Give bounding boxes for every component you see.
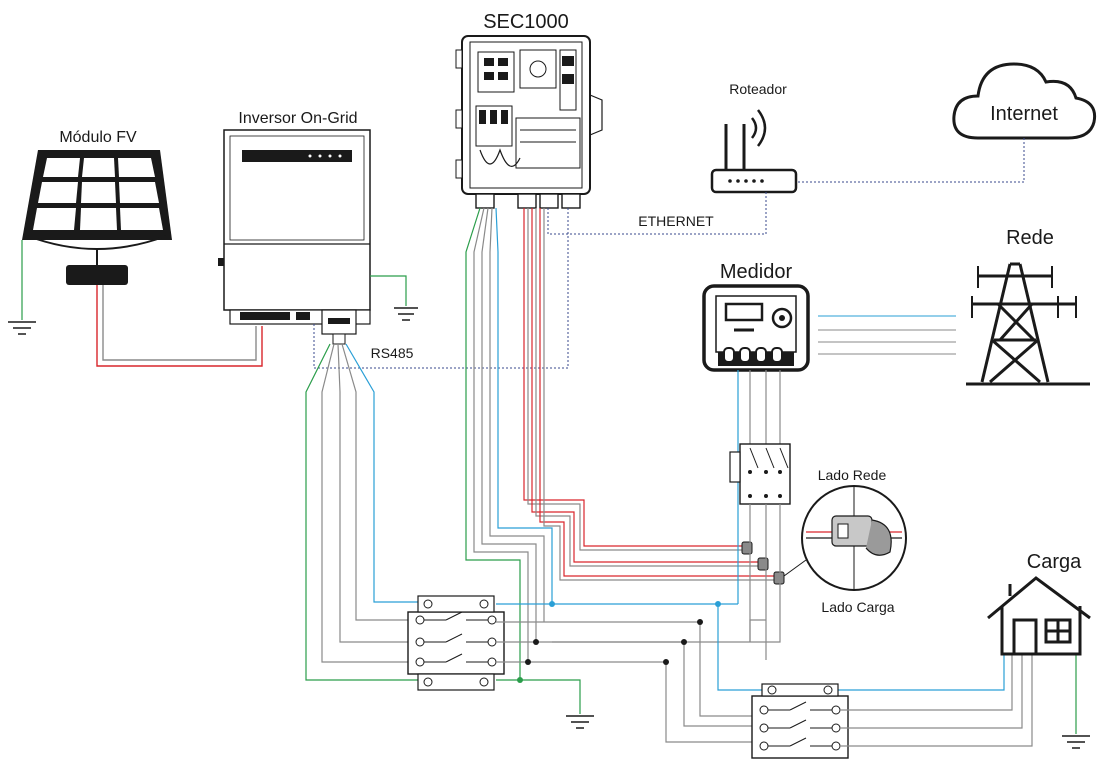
sec-to-ct-cables [523,208,776,581]
house-ground-icon [1062,735,1090,749]
pv-module-label: Módulo FV [59,129,137,146]
router-label: Roteador [729,81,787,97]
load-breaker-icon [751,683,849,759]
router-icon [710,109,798,194]
load-cables [840,654,1077,747]
house-icon [987,576,1091,656]
internet-label: Internet [990,103,1058,125]
inverter-breaker-icon [407,595,505,691]
pv-module-icon [22,150,172,285]
internet-cloud-icon [952,62,1097,140]
sec1000-label: SEC1000 [483,11,569,33]
dc-cable [96,285,263,367]
meter-label: Medidor [720,261,793,283]
load-side-label: Lado Carga [821,599,894,615]
ct-detail-zoom-icon [783,485,907,591]
meter-breaker-icon [729,443,791,505]
rs485-label: RS485 [371,345,414,361]
junction-dots [517,601,721,683]
pv-ground-icon [8,240,36,335]
grid-label: Rede [1006,227,1054,249]
inverter-icon [218,129,371,345]
communication-lines [313,138,1025,369]
grid-lines [818,315,956,355]
sec1000-device-icon [455,35,603,209]
inverter-label: Inversor On-Grid [238,110,357,127]
breaker-ground-icon [566,715,594,729]
sec-to-breaker-cables [465,207,553,680]
ac-bus-lines [496,582,1005,743]
meter-icon [702,284,810,372]
load-label: Carga [1027,551,1082,573]
ct-clamp-icons [741,541,785,585]
meter-to-breaker-lines [737,370,781,604]
inverter-ground-icon [370,275,418,321]
grid-side-label: Lado Rede [818,467,887,483]
grid-tower-icon [966,262,1090,386]
breaker-to-load-lines [749,504,781,660]
ethernet-label: ETHERNET [638,213,714,229]
inverter-ac-cables [305,343,420,681]
